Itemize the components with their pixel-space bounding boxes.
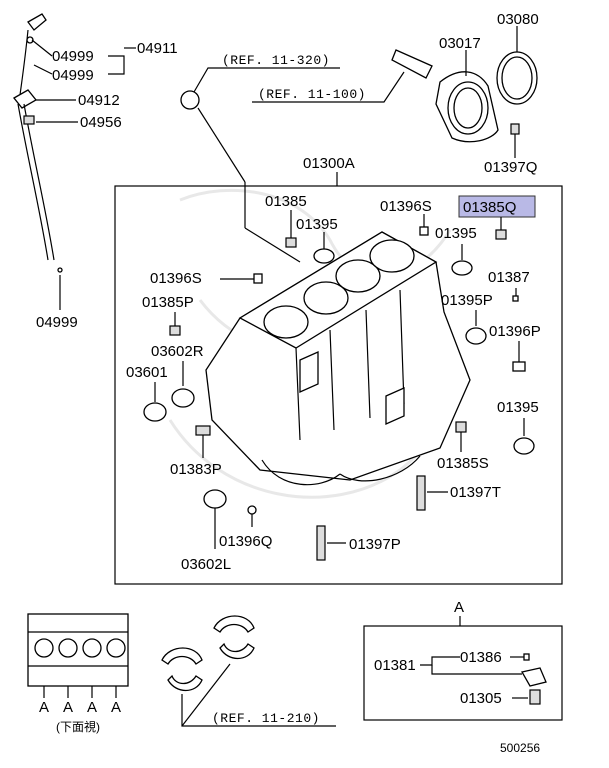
ref-11-210: (REF. 11-210) — [212, 711, 320, 726]
label-01387: 01387 — [488, 269, 530, 286]
callout-a-4: A — [111, 699, 121, 716]
callout-a-1: A — [39, 699, 49, 716]
plug-01395-b — [451, 260, 473, 276]
bolt-01397q — [510, 123, 520, 135]
label-01397q: 01397Q — [484, 159, 537, 176]
plug-01395-a — [313, 248, 335, 264]
label-01385p: 01385P — [142, 294, 194, 311]
pin-01386 — [523, 653, 530, 661]
label-01396q: 01396Q — [219, 533, 272, 550]
callout-a-2: A — [63, 699, 73, 716]
label-01385: 01385 — [265, 193, 307, 210]
bearing-03601 — [143, 402, 167, 422]
highlight-01385q — [458, 195, 536, 218]
label-01395p: 01395P — [441, 292, 493, 309]
detail-a-label: A — [454, 599, 464, 616]
label-01396s-a: 01396S — [380, 198, 432, 215]
dipstick-assembly — [13, 13, 63, 310]
plug-01385p — [169, 325, 181, 336]
label-04956: 04956 — [80, 114, 122, 131]
bearing-03602l — [203, 489, 227, 509]
plug-01396s-a — [419, 226, 429, 236]
bolt-01305 — [529, 689, 541, 705]
label-01386: 01386 — [460, 649, 502, 666]
plug-01395-c — [513, 437, 535, 455]
label-01396p: 01396P — [489, 323, 541, 340]
label-01397p: 01397P — [349, 536, 401, 553]
label-01395-b: 01395 — [435, 225, 477, 242]
plug-01396s-b — [253, 273, 263, 284]
bearing-shells — [161, 615, 255, 692]
label-04999-c: 04999 — [36, 314, 78, 331]
plug-01396p — [512, 361, 526, 372]
label-01397t: 01397T — [450, 484, 501, 501]
label-04999-b: 04999 — [52, 67, 94, 84]
plug-01385s — [455, 421, 467, 433]
pin-01387 — [512, 295, 519, 302]
label-03017: 03017 — [439, 35, 481, 52]
label-01305: 01305 — [460, 690, 502, 707]
label-01381: 01381 — [374, 657, 416, 674]
plug-part — [180, 90, 200, 110]
label-04912: 04912 — [78, 92, 120, 109]
label-03601: 03601 — [126, 364, 168, 381]
bearing-03602r — [171, 388, 195, 408]
diagram-number: 500256 — [500, 741, 540, 755]
plug-01395p — [465, 327, 487, 345]
bolt-01383p — [195, 425, 211, 436]
label-01396s-b: 01396S — [150, 270, 202, 287]
label-01395-a: 01395 — [296, 216, 338, 233]
plug-01385 — [285, 237, 297, 248]
block-bottom-view — [27, 613, 129, 687]
cylinder-block-frame — [114, 185, 563, 585]
detail-a-frame — [363, 625, 563, 721]
jet-01381 — [520, 667, 547, 687]
label-03080: 03080 — [497, 11, 539, 28]
label-01383p: 01383P — [170, 461, 222, 478]
rear-oil-seal-case — [435, 71, 499, 143]
bolt-01397p — [316, 525, 326, 561]
sealant-tube — [391, 49, 433, 79]
bottom-view-caption: (下面視) — [56, 719, 100, 734]
ref-11-320: (REF. 11-320) — [222, 53, 330, 68]
plug-01396q — [247, 505, 257, 515]
callout-a-3: A — [87, 699, 97, 716]
label-04999-a: 04999 — [52, 48, 94, 65]
label-03602r: 03602R — [151, 343, 204, 360]
bolt-01397t — [416, 475, 426, 511]
plug-01385q — [495, 229, 507, 240]
label-03602l: 03602L — [181, 556, 231, 573]
label-01395-c: 01395 — [497, 399, 539, 416]
ref-11-100: (REF. 11-100) — [258, 87, 366, 102]
rear-oil-seal-ring — [496, 51, 538, 105]
label-01300a: 01300A — [303, 155, 355, 172]
label-04911: 04911 — [137, 40, 178, 57]
cylinder-block-illustration — [205, 231, 471, 486]
label-01385s: 01385S — [437, 455, 489, 472]
label-01385q: 01385Q — [463, 199, 516, 216]
